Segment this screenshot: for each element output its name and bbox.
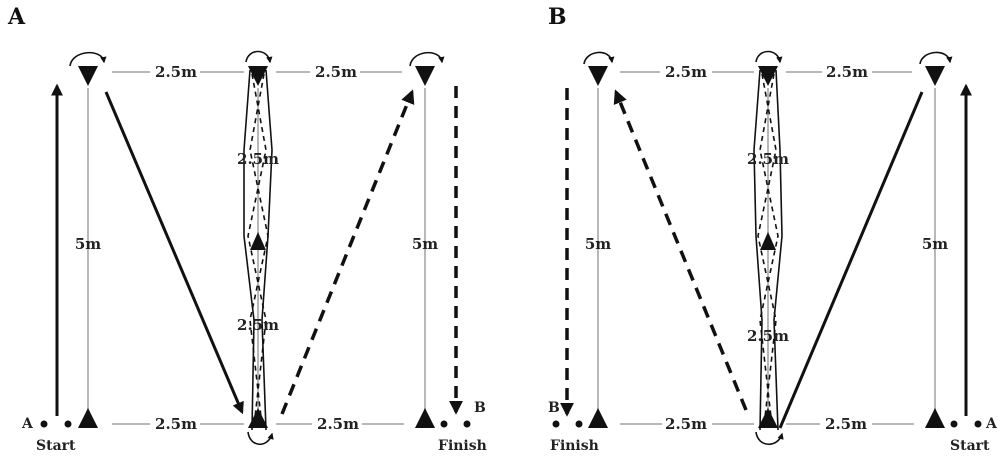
turn-arrow-icon	[755, 431, 784, 446]
weave-solid-right	[773, 69, 783, 431]
cone-icon	[415, 66, 435, 86]
diagonal-solid-arrow	[104, 91, 244, 415]
distance-label: 2.5m	[237, 316, 279, 334]
panel-letter: A	[7, 4, 26, 30]
turn-arrow-icon	[409, 51, 445, 67]
dot-marker-icon	[950, 420, 958, 428]
cone-icon	[588, 66, 608, 86]
turn-arrow-icon	[919, 51, 953, 65]
distance-label: 2.5m	[665, 63, 707, 81]
cone-icon	[760, 232, 776, 250]
distance-label: 2.5m	[315, 63, 357, 81]
weave-dashed-b	[759, 73, 779, 427]
dot-marker-icon	[440, 420, 448, 428]
start-point-label: A	[985, 416, 998, 432]
distance-label: 5m	[412, 235, 438, 253]
turn-arrow-icon	[245, 50, 273, 64]
distance-label: 2.5m	[747, 327, 789, 345]
cone-icon	[248, 408, 268, 428]
turn-arrow-icon	[69, 51, 107, 67]
cone-icon	[78, 66, 98, 86]
distance-label: 2.5m	[317, 415, 359, 433]
turn-arrow-icon	[755, 50, 783, 64]
weave-solid-left	[243, 69, 255, 431]
panel-b: B 2.5m	[548, 4, 998, 454]
cone-icon	[758, 66, 778, 86]
cone-icon	[588, 408, 608, 428]
distance-label: 2.5m	[826, 63, 868, 81]
grid-lines	[87, 71, 426, 425]
weave-solid-left	[753, 69, 763, 431]
distance-label: 5m	[75, 235, 101, 253]
distance-label: 2.5m	[155, 415, 197, 433]
start-word: Start	[36, 438, 76, 454]
dot-marker-icon	[552, 420, 560, 428]
cone-icon	[758, 408, 778, 428]
turn-arrow-icon	[583, 51, 615, 65]
start-point-label: A	[21, 416, 34, 432]
dot-marker-icon	[40, 420, 48, 428]
start-word: Start	[950, 438, 990, 454]
cone-icon	[250, 232, 266, 250]
cone-icon	[925, 66, 945, 86]
panel-letter: B	[548, 4, 567, 30]
weave-dashed-b	[249, 73, 269, 427]
turn-arrow-icon	[247, 431, 274, 446]
diagonal-dashed-arrow	[280, 89, 415, 415]
distance-label: 5m	[922, 235, 948, 253]
cone-icon	[78, 408, 98, 428]
diagonal-solid-line	[778, 91, 924, 429]
diagonal-dashed-arrow	[613, 89, 748, 411]
dot-marker-icon	[974, 420, 982, 428]
panel-a: A	[7, 4, 487, 454]
distance-label: 2.5m	[665, 415, 707, 433]
distance-label: 2.5m	[747, 150, 789, 168]
distance-label: 5m	[585, 235, 611, 253]
distance-label: 2.5m	[237, 150, 279, 168]
cone-icon	[925, 408, 945, 428]
finish-point-label: B	[474, 400, 486, 416]
finish-word: Finish	[550, 438, 599, 454]
distance-label: 2.5m	[825, 415, 867, 433]
distance-label: 2.5m	[155, 63, 197, 81]
weave-dashed-a	[757, 73, 777, 427]
weave-dashed-a	[247, 73, 267, 427]
finish-point-label: B	[548, 400, 560, 416]
finish-word: Finish	[438, 438, 487, 454]
dot-marker-icon	[64, 420, 72, 428]
dot-marker-icon	[463, 420, 471, 428]
cone-icon	[415, 408, 435, 428]
dot-marker-icon	[575, 420, 583, 428]
cone-icon	[248, 66, 268, 86]
